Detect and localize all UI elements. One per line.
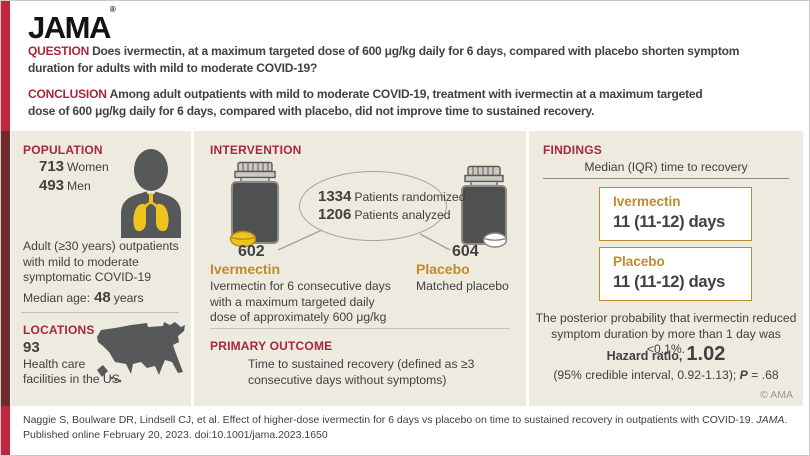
result-group-label: Ivermectin	[613, 194, 681, 209]
hazard-ratio-value: 1.02	[686, 343, 726, 365]
jama-logo: JAMA®	[28, 5, 116, 46]
men-count: 493	[39, 177, 65, 194]
findings-subtitle: Median (IQR) time to recovery	[584, 160, 748, 174]
primary-outcome-heading: PRIMARY OUTCOME	[210, 339, 333, 353]
citation-journal: JAMA	[756, 414, 785, 426]
men-label: Men	[67, 179, 91, 193]
result-group-label: Placebo	[613, 254, 665, 269]
jama-logo-text: JAMA	[28, 10, 111, 45]
registered-mark: ®	[109, 5, 116, 14]
intervention-panel: INTERVENTION	[194, 131, 526, 406]
credible-interval-row: (95% credible interval, 0.92-1.13); P = …	[535, 368, 797, 384]
p-value: = .68	[747, 368, 779, 382]
p-symbol: P	[739, 368, 748, 382]
arm2-name: Placebo	[416, 261, 470, 277]
findings-heading: FINDINGS	[543, 143, 602, 157]
median-age-suffix: years	[113, 291, 144, 305]
us-map-icon	[93, 321, 187, 385]
findings-panel: FINDINGS Median (IQR) time to recovery I…	[529, 131, 803, 406]
question-text: Does ivermectin, at a maximum targeted d…	[28, 44, 740, 75]
primary-outcome-text: Time to sustained recovery (defined as ≥…	[248, 357, 475, 387]
randomized-count: 1334	[318, 188, 352, 205]
women-label: Women	[67, 160, 109, 174]
population-heading: POPULATION	[23, 143, 103, 157]
result-box-placebo: Placebo 11 (11-12) days	[599, 247, 752, 301]
analyzed-label: Patients analyzed	[354, 208, 451, 222]
arm1-name: Ivermectin	[210, 261, 281, 277]
intervention-heading: INTERVENTION	[210, 143, 302, 157]
randomized-label: Patients randomized	[354, 190, 466, 204]
locations-line2: facilities in the US	[23, 372, 120, 386]
citation-text-before: Naggie S, Boulware DR, Lindsell CJ, et a…	[23, 414, 757, 426]
arm2-description: Matched placebo	[416, 279, 509, 293]
conclusion-label: CONCLUSION	[28, 87, 107, 101]
person-with-lungs-icon	[115, 146, 187, 238]
result-box-ivermectin: Ivermectin 11 (11-12) days	[599, 187, 752, 241]
locations-line1: Health care	[23, 357, 86, 371]
population-description: Adult (≥30 years) outpatients with mild …	[23, 239, 179, 284]
hazard-ratio-label: Hazard ratio,	[606, 349, 683, 363]
median-age-prefix: Median age:	[23, 291, 91, 305]
citation-text-after: . Published online February 20, 2023. do…	[23, 414, 788, 441]
arm1-description: Ivermectin for 6 consecutive days with a…	[210, 279, 391, 324]
arm2-count: 604	[452, 243, 479, 260]
women-count: 713	[39, 158, 65, 175]
result-value: 11 (11-12) days	[613, 213, 725, 231]
accent-bar-top	[1, 1, 10, 131]
analyzed-count: 1206	[318, 206, 352, 223]
question-label: QUESTION	[28, 44, 90, 58]
conclusion-text: Among adult outpatients with mild to mod…	[28, 87, 703, 118]
accent-bar-middle	[1, 131, 10, 406]
citation: Naggie S, Boulware DR, Lindsell CJ, et a…	[23, 413, 798, 443]
result-value: 11 (11-12) days	[613, 273, 725, 291]
accent-bar-bottom	[1, 406, 10, 455]
locations-count: 93	[23, 339, 40, 356]
intervention-outcome-divider	[210, 328, 510, 329]
ivermectin-bottle-icon	[226, 161, 284, 249]
placebo-bottle-icon	[457, 165, 511, 249]
hazard-ratio-row: Hazard ratio,1.02	[535, 343, 797, 366]
ama-copyright: © AMA	[760, 389, 793, 401]
population-locations-divider	[21, 312, 179, 313]
median-age-value: 48	[94, 289, 111, 306]
arm1-count: 602	[238, 243, 265, 260]
findings-subtitle-rule	[543, 178, 789, 179]
locations-heading: LOCATIONS	[23, 323, 95, 337]
posterior-probability-text: The posterior probability that ivermecti…	[535, 311, 797, 356]
credible-interval-text: (95% credible interval, 0.92-1.13);	[553, 368, 740, 382]
